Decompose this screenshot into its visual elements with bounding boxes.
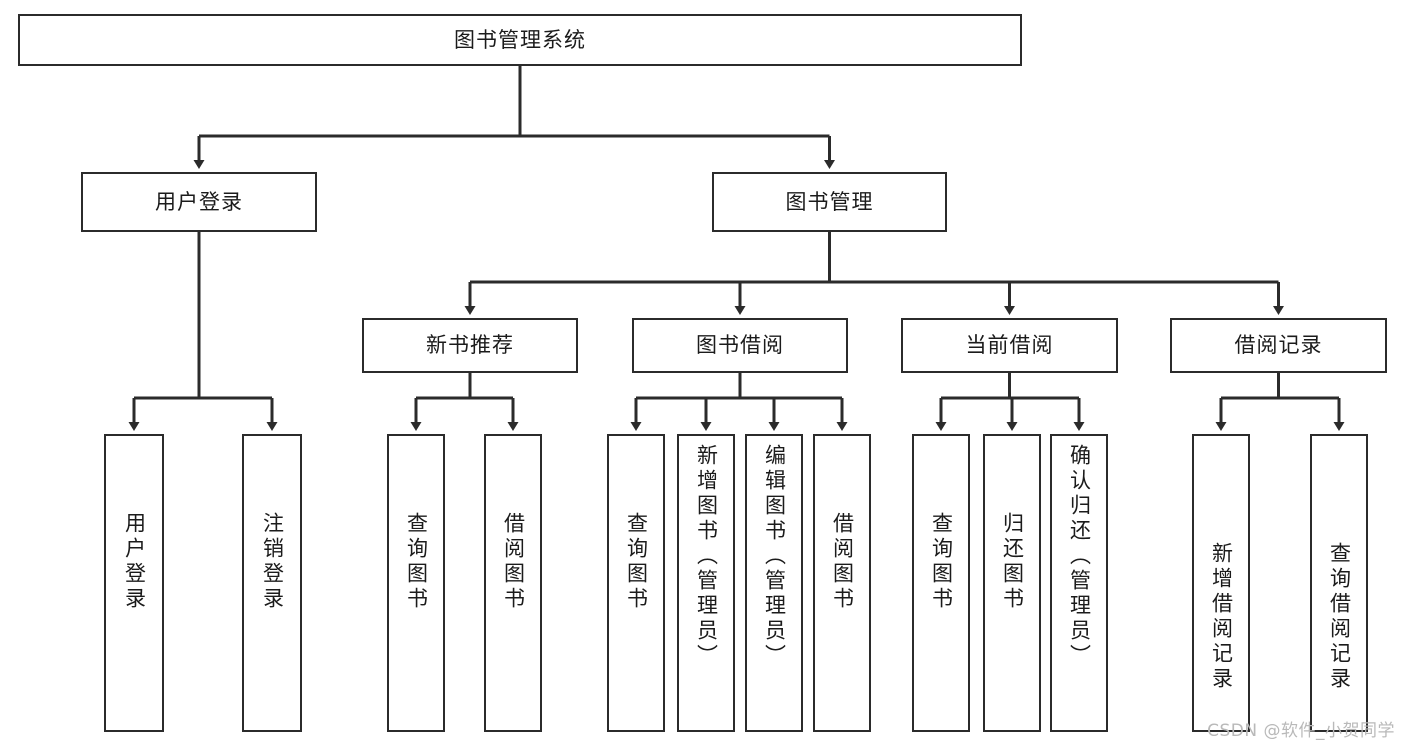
node-label: 新增图书（管理员）	[694, 444, 719, 669]
node-label: 图书管理	[785, 189, 874, 214]
node-label: 编辑图书（管理员）	[762, 444, 787, 669]
node-label: 借阅记录	[1234, 333, 1323, 358]
node-label: 注销登录	[260, 512, 285, 612]
node-label: 用户登录	[122, 512, 147, 612]
node-label: 新增借阅记录	[1209, 542, 1234, 692]
node-leaf-3[interactable]: 查询图书	[387, 434, 445, 732]
node-leaf-10[interactable]: 归还图书	[983, 434, 1041, 732]
node-label: 确认归还（管理员）	[1067, 444, 1092, 669]
node-leaf-8[interactable]: 借阅图书	[813, 434, 871, 732]
watermark: CSDN @软件_小贺同学	[1207, 721, 1395, 741]
node-user-login[interactable]: 用户登录	[81, 172, 317, 232]
node-leaf-4[interactable]: 借阅图书	[484, 434, 542, 732]
node-label: 查询图书	[624, 512, 649, 612]
node-book-borrow[interactable]: 图书借阅	[632, 318, 848, 373]
node-label: 图书借阅	[696, 333, 784, 358]
node-label: 用户登录	[155, 189, 243, 214]
node-label: 查询借阅记录	[1327, 542, 1352, 692]
node-label: 图书管理系统	[454, 27, 586, 52]
node-leaf-5[interactable]: 查询图书	[607, 434, 665, 732]
node-leaf-6[interactable]: 新增图书（管理员）	[677, 434, 735, 732]
node-leaf-1[interactable]: 用户登录	[104, 434, 164, 732]
node-borrow-record[interactable]: 借阅记录	[1170, 318, 1387, 373]
node-label: 查询图书	[404, 512, 429, 612]
node-label: 归还图书	[1000, 512, 1025, 612]
node-label: 查询图书	[929, 512, 954, 612]
node-label: 新书推荐	[426, 333, 514, 358]
node-leaf-7[interactable]: 编辑图书（管理员）	[745, 434, 803, 732]
node-current-borrow[interactable]: 当前借阅	[901, 318, 1118, 373]
node-root[interactable]: 图书管理系统	[18, 14, 1022, 66]
node-label: 当前借阅	[965, 333, 1054, 358]
node-leaf-13[interactable]: 查询借阅记录	[1310, 434, 1368, 732]
node-label: 借阅图书	[501, 512, 526, 612]
node-book-manage[interactable]: 图书管理	[712, 172, 947, 232]
node-label: 借阅图书	[830, 512, 855, 612]
node-leaf-2[interactable]: 注销登录	[242, 434, 302, 732]
node-leaf-11[interactable]: 确认归还（管理员）	[1050, 434, 1108, 732]
node-leaf-12[interactable]: 新增借阅记录	[1192, 434, 1250, 732]
node-leaf-9[interactable]: 查询图书	[912, 434, 970, 732]
node-new-book-rec[interactable]: 新书推荐	[362, 318, 578, 373]
